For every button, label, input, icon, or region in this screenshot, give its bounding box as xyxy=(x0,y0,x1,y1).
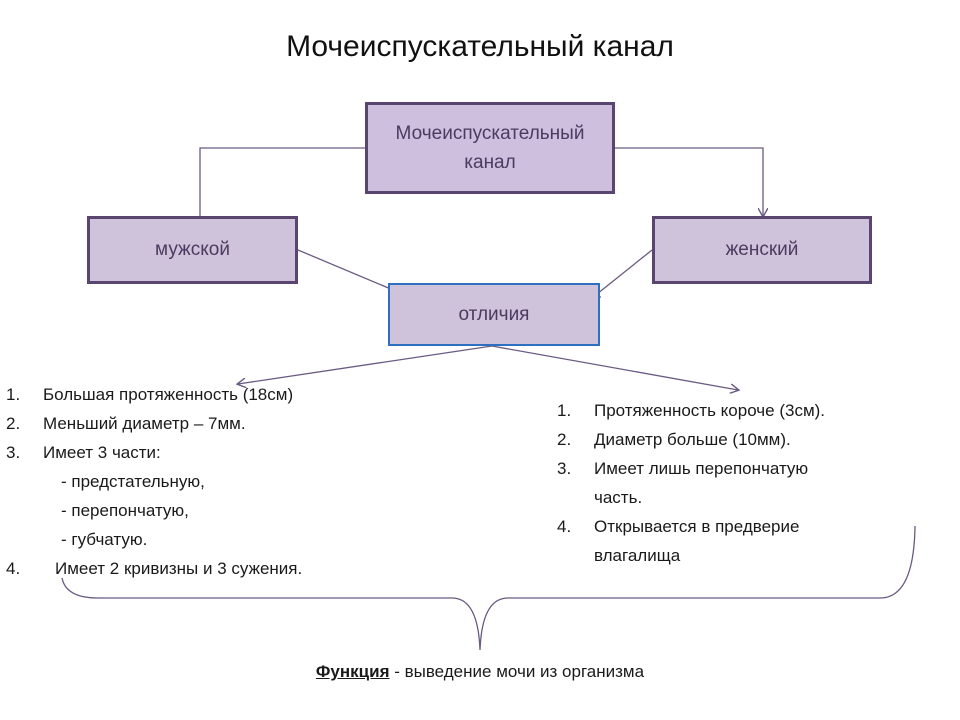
arrow-differences-to-male-list xyxy=(238,345,493,384)
arrow-differences-to-female-list xyxy=(491,345,738,390)
list-item: 2. Меньший диаметр – 7мм. xyxy=(6,409,302,438)
node-differences-label: отличия xyxy=(458,303,530,325)
list-item: 3. Имеет лишь перепончатую xyxy=(557,454,825,483)
list-item-text: Открывается в предверие xyxy=(594,517,800,536)
list-item-continuation: часть. xyxy=(594,488,643,507)
male-differences-list: 1. Большая протяженность (18см) 2. Меньший… xyxy=(6,380,302,583)
node-male: мужской xyxy=(87,216,298,284)
list-item-number: 3. xyxy=(6,443,21,462)
node-female-label: женский xyxy=(725,239,799,261)
function-separator: - xyxy=(389,662,405,681)
list-item-continuation: влагалища xyxy=(594,546,681,565)
female-differences-list: 1. Протяженность короче (3см). 2. Диаметр … xyxy=(557,396,825,570)
node-urethra-line2: канал xyxy=(464,152,516,173)
list-item: 3. Имеет 3 части: xyxy=(6,438,302,467)
list-item-number: 3. xyxy=(557,459,572,478)
list-item-text: Имеет 2 кривизны и 3 сужения. xyxy=(55,559,303,578)
page-title: Мочеиспускательный канал xyxy=(286,30,674,63)
node-female: женский xyxy=(652,216,872,284)
list-item: 1. Большая протяженность (18см) xyxy=(6,380,302,409)
node-differences: отличия xyxy=(388,283,600,346)
list-item-text: Большая протяженность (18см) xyxy=(43,385,294,404)
arrow-male-to-differences xyxy=(297,249,398,292)
list-item-number: 4. xyxy=(6,559,21,578)
list-subitem: - губчатую. xyxy=(61,530,148,549)
arrow-root-to-male xyxy=(200,147,365,226)
list-subitem: - перепончатую, xyxy=(61,501,189,520)
list-item: 4. Имеет 2 кривизны и 3 сужения. xyxy=(6,554,302,583)
list-subitem: - предстательную, xyxy=(61,472,205,491)
list-item-number: 2. xyxy=(6,414,21,433)
grouping-brace xyxy=(61,525,916,651)
list-item-text: Имеет лишь перепончатую xyxy=(594,459,809,478)
list-item-number: 1. xyxy=(557,401,572,420)
list-item: 2. Диаметр больше (10мм). xyxy=(557,425,825,454)
list-item-number: 4. xyxy=(557,517,572,536)
list-item-number: 1. xyxy=(6,385,21,404)
list-item: 4. Открывается в предверие xyxy=(557,512,825,541)
node-urethra: Мочеиспускательный канал xyxy=(365,102,615,194)
function-text: выведение мочи из организма xyxy=(404,662,645,681)
node-urethra-line1: Мочеиспускательный xyxy=(395,122,585,144)
list-item-text: Меньший диаметр – 7мм. xyxy=(43,414,246,433)
list-item-text: Диаметр больше (10мм). xyxy=(594,430,791,449)
list-item-text: Имеет 3 части: xyxy=(43,443,161,462)
arrow-female-to-differences xyxy=(592,249,653,298)
function-statement: Функция - выведение мочи из организма xyxy=(0,662,960,682)
arrow-root-to-female xyxy=(615,147,763,216)
list-item: 1. Протяженность короче (3см). xyxy=(557,396,825,425)
list-item-text: Протяженность короче (3см). xyxy=(594,401,826,420)
function-label: Функция xyxy=(315,662,390,681)
list-item-number: 2. xyxy=(557,430,572,449)
node-male-label: мужской xyxy=(155,239,230,261)
